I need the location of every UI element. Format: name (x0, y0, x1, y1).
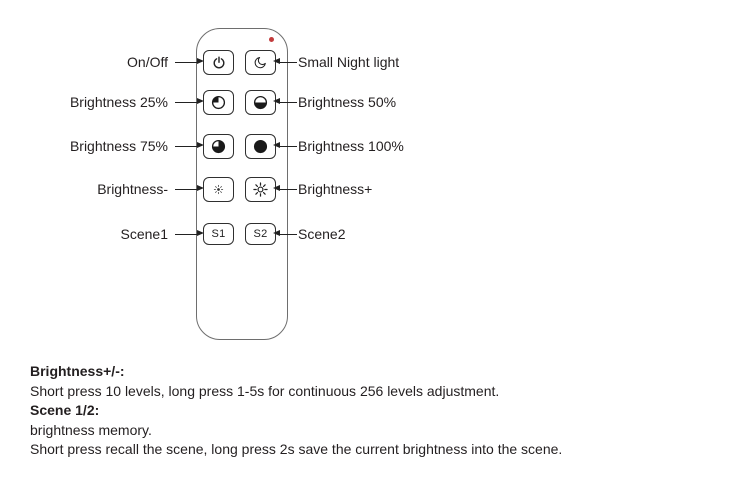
arrowhead-icon (197, 185, 204, 191)
remote-row-3: Brightness 75% Brightness 100% (0, 134, 748, 159)
power-icon (212, 56, 226, 70)
arrowhead-icon (273, 58, 280, 64)
label-scene1: Scene1 (120, 226, 168, 242)
brightness-25-button[interactable] (203, 90, 234, 115)
arrowhead-icon (197, 58, 204, 64)
label-brightness-plus: Brightness+ (298, 181, 373, 197)
night-light-button[interactable] (245, 50, 276, 75)
brightness-75-button[interactable] (203, 134, 234, 159)
notes-line-scene-memory: brightness memory. (30, 421, 152, 438)
label-brightness-75: Brightness 75% (69, 138, 168, 154)
arrowhead-icon (197, 142, 204, 148)
pointer-arrow (273, 58, 297, 64)
arrowhead-icon (273, 230, 280, 236)
brightness-100-button[interactable] (245, 134, 276, 159)
scene2-button-label: S2 (253, 228, 268, 240)
label-brightness-25: Brightness 25% (69, 94, 168, 110)
pointer-arrow (175, 230, 204, 236)
remote-row-2: Brightness 25% Brightness 50% (0, 90, 748, 115)
notes-heading-brightness: Brightness+/-: (30, 363, 125, 379)
pie-25-icon (211, 95, 226, 110)
arrowhead-icon (197, 98, 204, 104)
pointer-arrow (273, 230, 297, 236)
label-brightness-50: Brightness 50% (298, 94, 397, 110)
sun-dim-icon (213, 184, 224, 195)
arrowhead-icon (197, 230, 204, 236)
notes-line-scene-usage: Short press recall the scene, long press… (30, 441, 563, 458)
brightness-50-button[interactable] (245, 90, 276, 115)
notes-heading-scene: Scene 1/2: (30, 402, 100, 419)
brightness-minus-button[interactable] (203, 177, 234, 202)
notes-line-brightness: Short press 10 levels, long press 1-5s f… (30, 382, 500, 399)
on-off-button[interactable] (203, 50, 234, 75)
scene1-button-label: S1 (211, 228, 226, 240)
arrowhead-icon (273, 142, 280, 148)
label-small-night-light: Small Night light (298, 54, 400, 70)
pointer-arrow (175, 98, 204, 104)
pie-100-icon (253, 139, 268, 154)
indicator-led (269, 37, 274, 42)
label-brightness-minus: Brightness- (97, 181, 168, 197)
label-brightness-100: Brightness 100% (298, 138, 404, 154)
pointer-arrow (175, 185, 204, 191)
pointer-arrow (273, 98, 297, 104)
remote-row-5: Scene1 S1 S2 Scene2 (0, 222, 748, 247)
scene2-button[interactable]: S2 (245, 223, 276, 245)
pointer-arrow (175, 58, 204, 64)
pointer-arrow (273, 185, 297, 191)
arrowhead-icon (273, 185, 280, 191)
label-on-off: On/Off (127, 54, 168, 70)
pointer-arrow (175, 142, 204, 148)
pie-50-icon (253, 95, 268, 110)
label-scene2: Scene2 (298, 226, 346, 242)
pie-75-icon (211, 139, 226, 154)
pointer-arrow (273, 142, 297, 148)
remote-row-4: Brightness- (0, 177, 748, 202)
notes-block: Brightness+/-: Short press 10 levels, lo… (30, 362, 730, 460)
moon-icon (254, 56, 267, 69)
remote-row-1: On/Off Small Night light (0, 50, 748, 75)
scene1-button[interactable]: S1 (203, 223, 234, 245)
sun-bright-icon (253, 182, 268, 197)
arrowhead-icon (273, 98, 280, 104)
brightness-plus-button[interactable] (245, 177, 276, 202)
